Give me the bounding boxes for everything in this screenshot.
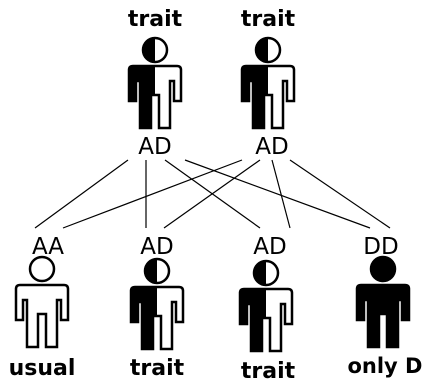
child-4-figure-icon bbox=[355, 255, 411, 349]
child-2-caption: trait bbox=[130, 356, 185, 381]
inheritance-lines bbox=[34, 159, 391, 229]
child-3-figure-icon bbox=[238, 259, 294, 353]
parent-1-genotype: AD bbox=[138, 134, 171, 160]
parent-2-figure-icon bbox=[240, 36, 296, 130]
line-p2-c4 bbox=[289, 159, 391, 229]
parent-1-figure-icon bbox=[127, 36, 183, 130]
child-3-genotype: AD bbox=[253, 234, 286, 260]
line-p2-c3 bbox=[271, 159, 291, 229]
child-2-genotype: AD bbox=[140, 234, 173, 260]
line-p2-c2 bbox=[163, 159, 261, 229]
child-1-genotype: AA bbox=[32, 234, 64, 260]
child-2-figure-icon bbox=[129, 257, 185, 351]
child-1-caption: usual bbox=[9, 356, 76, 381]
child-1-figure-icon bbox=[14, 255, 70, 349]
parent-1-caption: trait bbox=[128, 7, 183, 32]
line-p1-c1 bbox=[34, 159, 129, 229]
child-4-genotype: DD bbox=[363, 234, 398, 260]
line-p2-c1 bbox=[62, 159, 243, 229]
child-3-caption: trait bbox=[241, 359, 296, 383]
parent-2-caption: trait bbox=[241, 7, 296, 32]
line-p1-c4 bbox=[184, 159, 371, 229]
child-4-caption: only D bbox=[347, 354, 422, 378]
parent-2-genotype: AD bbox=[255, 134, 288, 160]
